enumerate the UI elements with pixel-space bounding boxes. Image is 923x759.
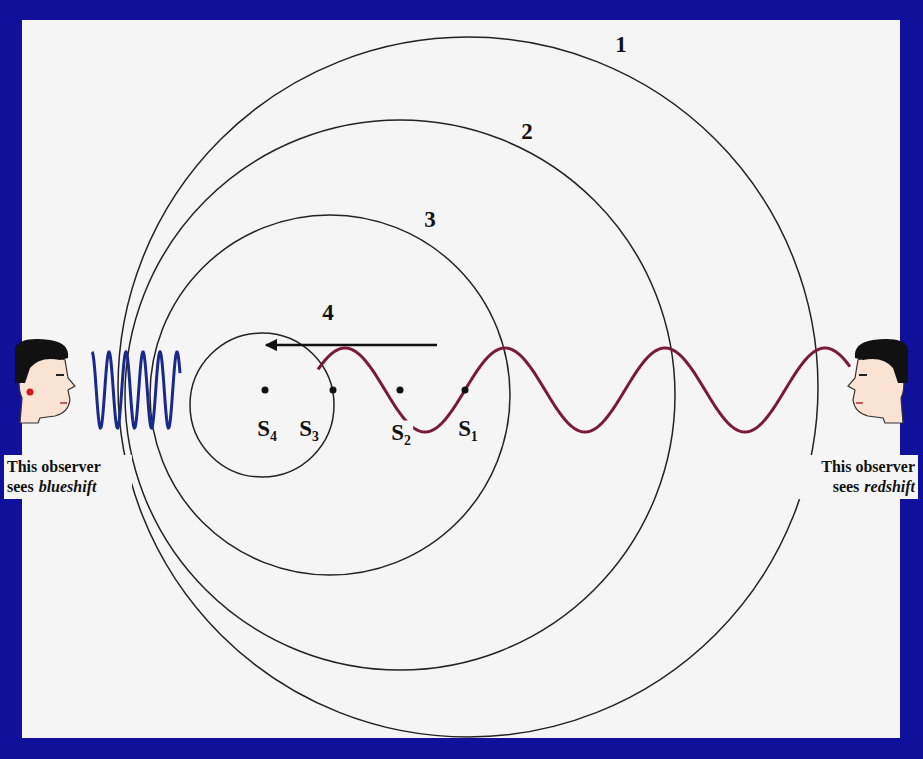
shift-word: blueshift: [39, 478, 97, 495]
source-label: S₃: [297, 417, 321, 440]
blueshift-wave: [92, 352, 180, 428]
panel-ground: [22, 20, 900, 738]
source-label: S₁: [456, 417, 480, 440]
wavefront-circle: [190, 333, 334, 477]
motion-arrow: [266, 344, 437, 347]
wavefront-number: 4: [322, 301, 334, 324]
source-dot: [462, 387, 469, 394]
observer-caption: This observer seesredshift: [790, 455, 918, 499]
redshift-wave: [318, 348, 850, 432]
wavefront-number: 3: [424, 208, 436, 231]
wavefront-number: 1: [615, 33, 627, 56]
observer-face: [15, 339, 75, 423]
source-label: S₄: [255, 417, 279, 440]
wavefront-circle: [150, 215, 510, 575]
wavefront-circle: [125, 120, 675, 670]
source-dot: [262, 387, 269, 394]
observer-caption: This observer seesblueshift: [4, 455, 132, 499]
source-label: S₂: [389, 421, 413, 444]
wavefront-number: 2: [521, 120, 533, 143]
source-dot: [330, 387, 337, 394]
observer-face: [848, 339, 908, 423]
shift-word: redshift: [864, 478, 915, 495]
source-dot: [397, 387, 404, 394]
